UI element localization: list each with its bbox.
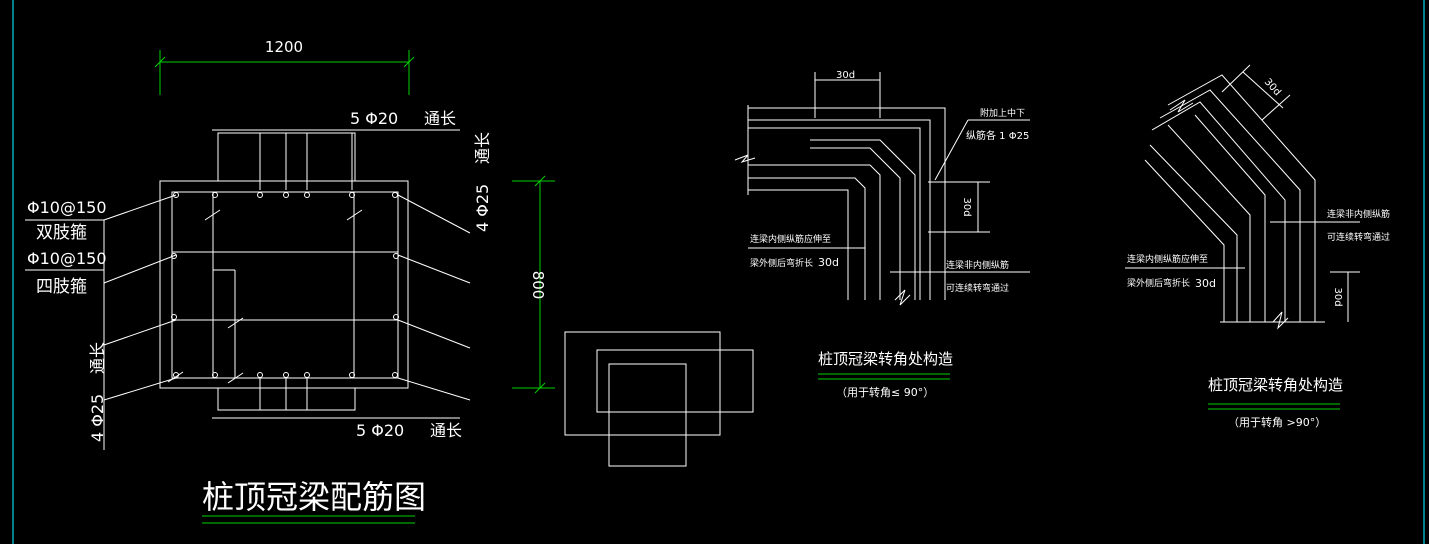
le90-note-add-2: 纵筋各 1 Φ25 [966,129,1029,142]
bottom-rebar-dots [173,372,398,378]
section-title: 桩顶冠梁配筋图 [202,478,426,516]
side-bars-left-note: 通长 [88,342,107,374]
bottom-bars-note: 通长 [430,421,462,440]
gt90-subtitle: （用于转角 >90°） [1228,415,1326,429]
gt90-note-right-1: 连梁非内侧纵筋 [1327,208,1390,220]
plan-rectangles [564,331,754,467]
le90-title: 桩顶冠梁转角处构造 [818,350,953,368]
inner-stirrup [212,191,355,379]
stirrup-2-label: Φ10@150 [27,249,107,268]
stirrup-1-type: 双肢箍 [36,223,87,243]
gt90-note-right-2: 可连续转弯通过 [1327,231,1390,243]
corner-detail-le90: 30d 30d 附加上中下 纵筋各 1 Φ25 连梁内侧纵筋应伸至 梁外侧后弯折… [734,70,1030,399]
height-dimension-label: 800 [529,271,547,300]
side-bars-left-label: 4 Φ25 [88,394,107,442]
top-bars-label: 5 Φ20 [350,109,398,128]
stirrup-1-label: Φ10@150 [27,198,107,217]
top-rebar-dots [173,192,398,198]
gt90-title: 桩顶冠梁转角处构造 [1208,376,1343,394]
le90-note-right-2: 可连续转弯通过 [946,282,1009,294]
stirrup-2-type: 四肢箍 [36,277,87,297]
gt90-note-left-2: 梁外侧后弯折长 [1127,277,1190,289]
le90-note-left-1: 连梁内侧纵筋应伸至 [750,233,831,245]
gt90-note-left-dim: 30d [1195,277,1216,290]
side-bars-right-note: 通长 [473,132,492,164]
top-bars-note: 通长 [424,109,456,128]
width-dimension-label: 1200 [265,38,303,56]
le90-subtitle: （用于转角≤ 90°） [836,385,934,399]
width-dimension: 1200 [154,38,415,95]
le90-note-add-1: 附加上中下 [980,107,1025,119]
beam-section-drawing: 1200 [25,38,555,524]
gt90-dim-bottom: 30d [1332,287,1343,306]
le90-note-left-dim: 30d [818,256,839,269]
corner-detail-gt90: 30d 连梁非内侧纵筋 可连续转弯通过 连梁内侧纵筋应伸至 梁外侧后弯折长 30… [1125,64,1390,429]
le90-note-right-1: 连梁非内侧纵筋 [946,259,1009,271]
section-outline [159,180,409,389]
bottom-bars-label: 5 Φ20 [356,421,404,440]
height-dimension: 800 [512,175,555,394]
gt90-dim-top: 30d [1262,77,1283,99]
le90-note-left-2: 梁外侧后弯折长 [750,257,813,269]
le90-dim-right: 30d [961,197,972,216]
gt90-note-left-1: 连梁内侧纵筋应伸至 [1127,253,1208,265]
side-rebar-dots [171,253,399,320]
side-bars-right-label: 4 Φ25 [473,184,492,232]
le90-dim-top: 30d [836,70,855,81]
